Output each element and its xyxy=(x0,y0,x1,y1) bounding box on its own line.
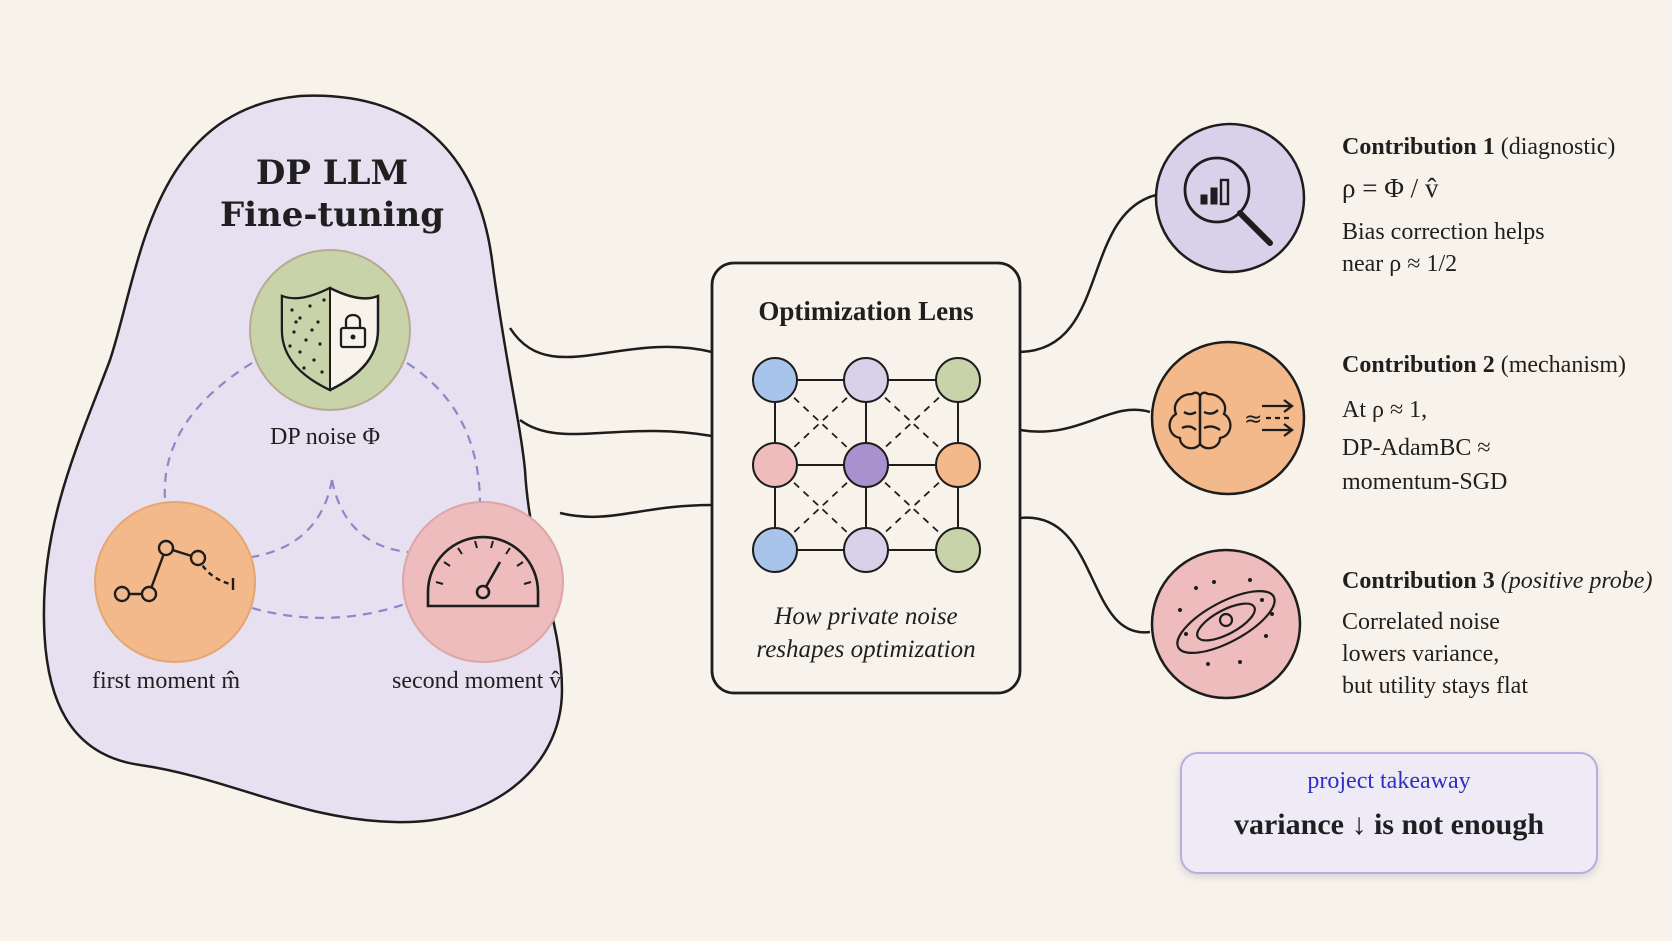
grid-node xyxy=(843,442,889,488)
contribution-3-line: lowers variance, xyxy=(1342,641,1500,667)
contribution-1-formula: ρ = Φ / v̂ xyxy=(1342,173,1439,203)
contribution-1-line: near ρ ≈ 1/2 xyxy=(1342,251,1458,277)
grid-node xyxy=(752,442,798,488)
magnifier-bar-chart-icon xyxy=(1183,156,1273,246)
contribution-1-heading: Contribution 1 (diagnostic) xyxy=(1342,134,1615,161)
contribution-2-line: DP-AdamBC ≈ xyxy=(1342,435,1491,461)
dp-noise-node xyxy=(249,249,411,411)
takeaway-box: project takeaway variance ↓ is not enoug… xyxy=(1180,752,1598,874)
moment-dashed-links xyxy=(163,362,482,619)
trajectory-icon xyxy=(113,539,235,603)
contribution-3-line: Correlated noise xyxy=(1342,609,1500,635)
grid-node xyxy=(752,527,798,573)
approx-symbol: ≈ xyxy=(1244,407,1262,432)
grid-node xyxy=(935,527,981,573)
grid-node xyxy=(935,442,981,488)
contribution-1-node xyxy=(1154,122,1306,274)
speedometer-gauge-icon xyxy=(426,535,540,608)
contribution-2-heading: Contribution 2 (mechanism) xyxy=(1342,352,1626,379)
contribution-3-title: Contribution 3 xyxy=(1342,568,1495,594)
lens-caption-line2: reshapes optimization xyxy=(756,636,976,663)
contribution-2-tag: (mechanism) xyxy=(1500,352,1626,378)
grid-node xyxy=(752,357,798,403)
contribution-1-line: Bias correction helps xyxy=(1342,219,1545,245)
contribution-3-node xyxy=(1150,548,1302,700)
contribution-3-heading: Contribution 3 (positive probe) xyxy=(1342,568,1652,595)
contribution-1-title: Contribution 1 xyxy=(1342,134,1495,160)
first-moment-label: first moment m̂ xyxy=(92,668,240,694)
blob-title-line1: DP LLM xyxy=(255,153,409,193)
grid-node xyxy=(935,357,981,403)
first-moment-node xyxy=(94,501,256,663)
dp-noise-label: DP noise Φ xyxy=(270,424,380,450)
ellipse-noise-icon xyxy=(1176,578,1276,666)
takeaway-label: project takeaway xyxy=(1307,768,1471,794)
lens-caption: How private noise reshapes optimization xyxy=(712,600,1020,666)
lens-title: Optimization Lens xyxy=(758,296,974,326)
blob-to-lens-connectors xyxy=(508,327,713,519)
contribution-2-title: Contribution 2 xyxy=(1342,352,1495,378)
lens-grid-network xyxy=(752,357,981,573)
grid-node xyxy=(843,357,889,403)
contribution-2-node: ≈ xyxy=(1150,340,1306,496)
lens-caption-line1: How private noise xyxy=(774,603,958,630)
lens-to-contribution-connectors xyxy=(1019,193,1157,634)
contribution-3-tag: (positive probe) xyxy=(1500,568,1653,594)
grid-node xyxy=(843,527,889,573)
second-moment-node xyxy=(402,501,564,663)
shield-lock-icon xyxy=(280,286,380,392)
second-moment-label: second moment v̂ xyxy=(392,668,562,694)
takeaway-text: variance ↓ is not enough xyxy=(1233,808,1545,841)
contribution-1-tag: (diagnostic) xyxy=(1500,134,1616,160)
brain-icon xyxy=(1168,391,1232,450)
arrows-icon xyxy=(1262,399,1294,437)
blob-title: DP LLM Fine-tuning xyxy=(212,152,452,236)
contribution-2-line: At ρ ≈ 1, xyxy=(1342,397,1428,423)
contribution-3-line: but utility stays flat xyxy=(1342,673,1528,699)
blob-title-line2: Fine-tuning xyxy=(219,195,445,235)
contribution-2-line: momentum-SGD xyxy=(1342,469,1508,495)
